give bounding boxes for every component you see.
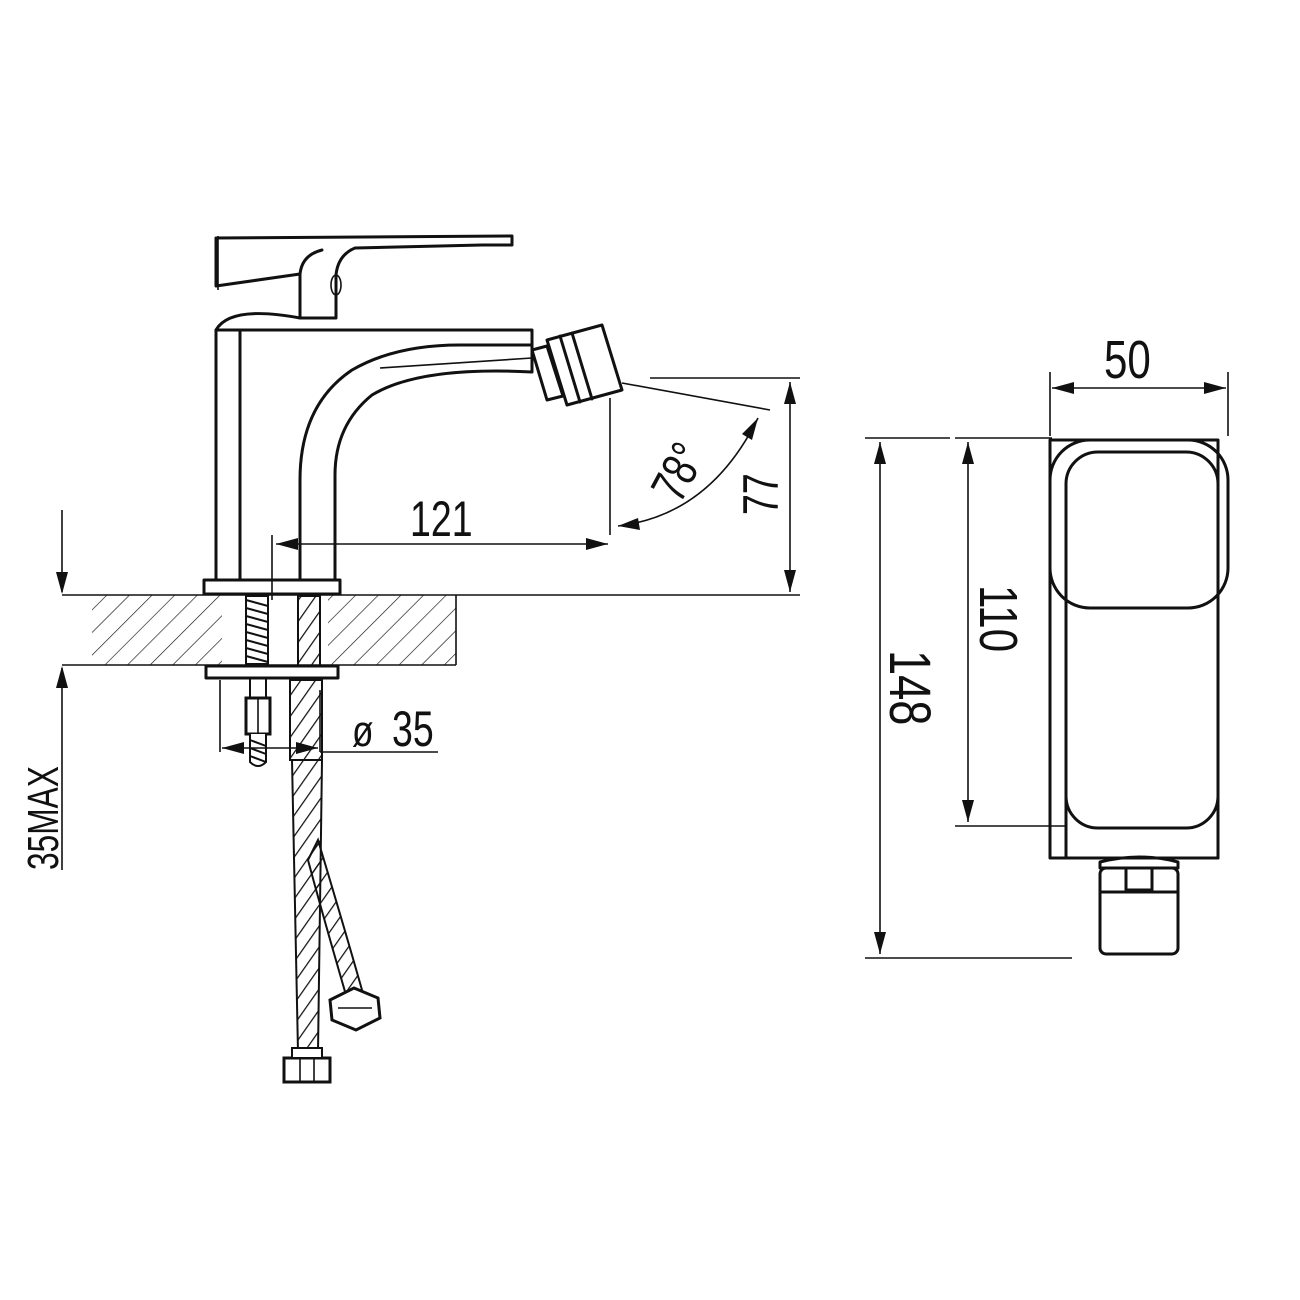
dimension-spout-reach: 121 [276,492,608,550]
dimension-handle-depth: 110 [962,442,1028,822]
spout-angle-label: 78° [641,434,717,510]
front-nozzle [1098,855,1180,956]
handle-depth-label: 110 [968,585,1028,652]
threaded-stud [244,595,272,767]
dimension-total-depth: 148 [874,442,941,954]
dimension-max-thickness: 35MAX [19,510,68,870]
diameter-symbol: ø [352,707,374,756]
front-view [865,372,1230,959]
lever-handle [214,234,514,332]
spray-nozzle [530,323,624,407]
dimension-spout-height: 77 [734,382,796,592]
total-depth-label: 148 [877,650,942,725]
dimension-hole-diameter: ø 35 [222,702,434,757]
supply-hoses [282,595,382,1084]
max-thickness-label: 35MAX [19,766,68,870]
dimension-width: 50 [1052,330,1226,394]
spout-reach-label: 121 [410,492,473,547]
width-label: 50 [1104,330,1151,390]
fixing-plate [204,664,340,680]
hole-diameter-label: 35 [392,702,434,757]
spout-height-label: 77 [734,473,789,515]
side-view [62,234,800,1084]
countertop-section [62,594,800,666]
faucet-body [214,328,534,582]
